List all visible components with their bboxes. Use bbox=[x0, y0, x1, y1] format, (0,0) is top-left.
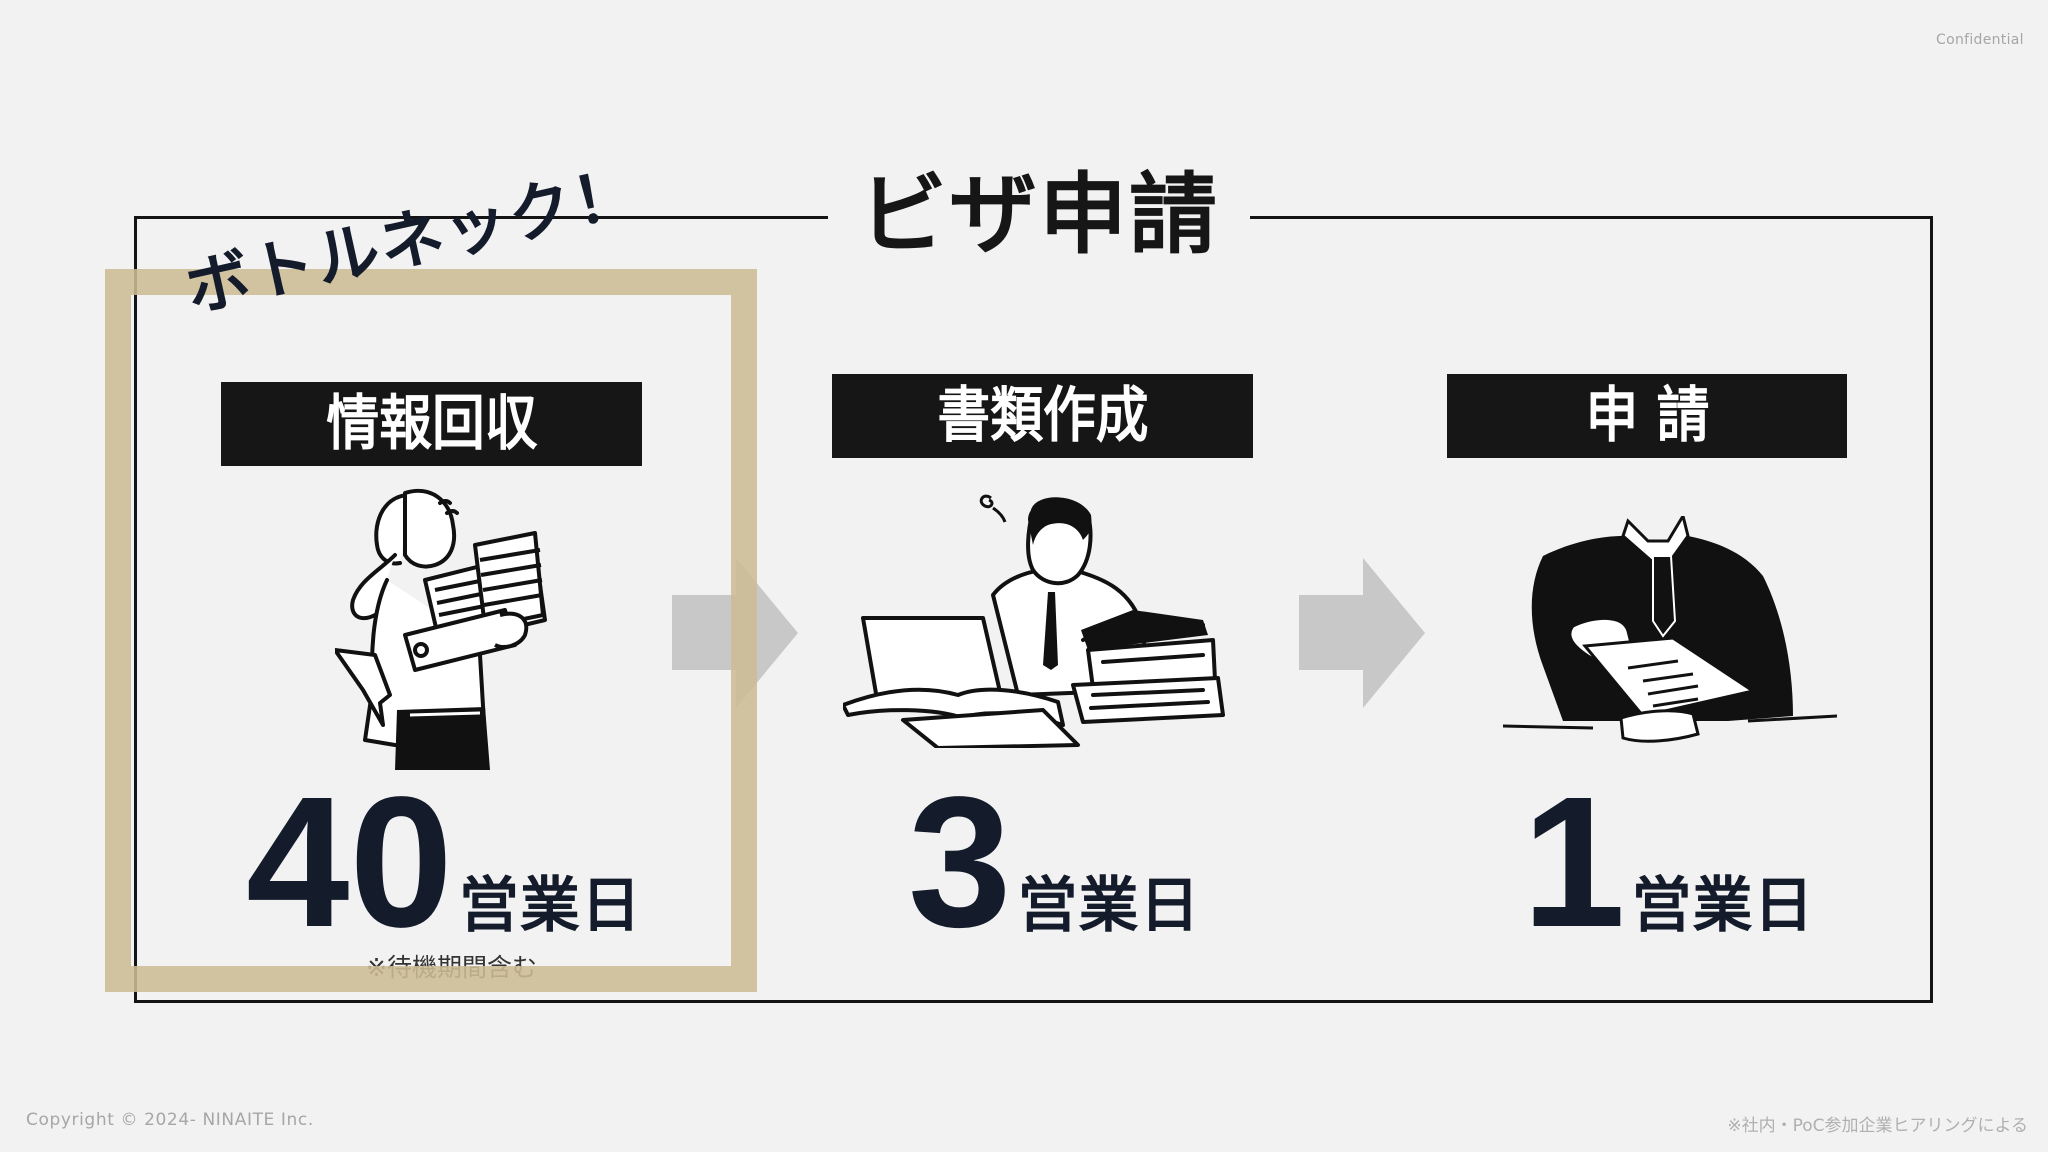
step-label-document-creation: 書類作成 bbox=[832, 374, 1253, 458]
frame-bottom bbox=[134, 1000, 1933, 1003]
arrow-right-icon bbox=[1299, 558, 1425, 708]
duration-unit: 営業日 bbox=[458, 871, 642, 941]
step-label-text: 情報回収 bbox=[325, 389, 538, 459]
copyright: Copyright © 2024- NINAITE Inc. bbox=[26, 1110, 314, 1130]
step-label-text: 書類作成 bbox=[936, 381, 1149, 451]
frame-top-right bbox=[1250, 216, 1933, 219]
step-label-application: 申 請 bbox=[1447, 374, 1847, 458]
frame-top-left bbox=[134, 216, 828, 219]
duration-value: 1 bbox=[1522, 759, 1626, 966]
man-at-laptop-with-papers-icon bbox=[843, 494, 1225, 748]
step-label-text: 申 請 bbox=[1585, 381, 1709, 451]
page-title: ビザ申請 bbox=[858, 163, 1219, 266]
duration-unit: 営業日 bbox=[1017, 871, 1201, 941]
frame-left bbox=[134, 216, 137, 1003]
step-label-information-collection: 情報回収 bbox=[221, 382, 642, 466]
source-note: ※社内・PoC参加企業ヒアリングによる bbox=[1727, 1116, 2028, 1136]
person-submitting-document-icon bbox=[1503, 516, 1837, 743]
woman-carrying-documents-icon bbox=[335, 488, 547, 770]
duration-value: 3 bbox=[908, 759, 1012, 966]
duration-value: 40 bbox=[246, 759, 453, 966]
confidential-label: Confidential bbox=[1936, 32, 2024, 48]
duration-unit: 営業日 bbox=[1631, 871, 1815, 941]
bottleneck-highlight-frame bbox=[105, 269, 757, 992]
frame-right bbox=[1930, 216, 1933, 1003]
